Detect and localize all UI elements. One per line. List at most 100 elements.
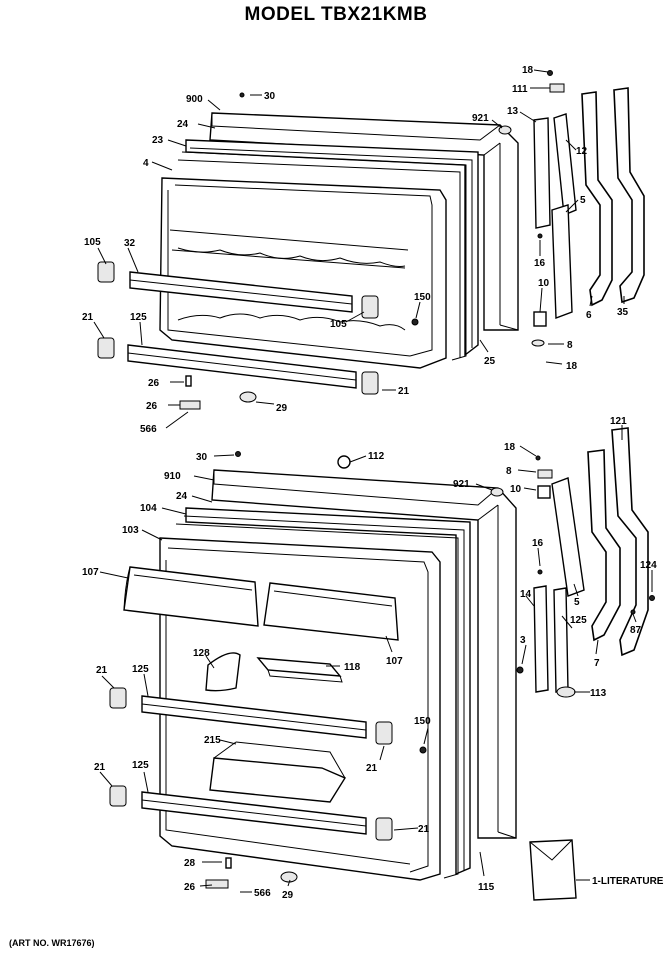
label-6: 6 [586, 310, 592, 321]
label-566: 566 [140, 424, 157, 435]
fresh-bracket-2 [375, 721, 393, 745]
fresh-handle-121 [611, 427, 649, 657]
label-900: 900 [186, 94, 203, 105]
fresh-egg-cover [205, 652, 241, 692]
fresh-door-bin-lower [209, 757, 347, 803]
label-8-b: 8 [506, 466, 512, 477]
freezer-handle-bracket-12 [553, 113, 577, 217]
freezer-handle-6 [581, 91, 613, 307]
label-104: 104 [140, 503, 157, 514]
freezer-shelf-bracket-left-lower [97, 337, 115, 359]
label-8: 8 [567, 340, 573, 351]
label-28: 28 [184, 858, 196, 869]
leader-lines [93, 69, 653, 893]
label-10: 10 [538, 278, 550, 289]
label-121: 121 [610, 416, 627, 427]
label-18-c: 18 [504, 442, 516, 453]
label-25: 25 [484, 356, 496, 367]
label-125: 125 [130, 312, 147, 323]
label-21-c: 21 [96, 665, 108, 676]
label-26-b: 26 [146, 401, 158, 412]
fresh-bracket-3 [109, 785, 127, 807]
label-115: 115 [478, 882, 495, 893]
label-12: 12 [576, 146, 588, 157]
label-21-e: 21 [94, 762, 106, 773]
label-16-b: 16 [532, 538, 544, 549]
label-5: 5 [580, 195, 586, 206]
label-118: 118 [344, 662, 361, 673]
label-112: 112 [368, 451, 385, 462]
label-107: 107 [82, 567, 99, 578]
label-128: 128 [193, 648, 210, 659]
fresh-food-door-assembly [109, 427, 655, 901]
label-10-b: 10 [510, 484, 522, 495]
label-7: 7 [594, 658, 600, 669]
label-105-b: 105 [330, 319, 347, 330]
literature-booklet [529, 839, 577, 901]
label-124: 124 [640, 560, 657, 571]
label-910: 910 [164, 471, 181, 482]
freezer-inner-liner [159, 177, 447, 369]
fresh-door-bin-right [263, 582, 399, 641]
freezer-hinge-5 [551, 204, 573, 319]
page-title: MODEL TBX21KMB [244, 4, 428, 25]
label-150-b: 150 [414, 716, 431, 727]
fresh-food-labels: 30 112 18 121 910 8 921 10 24 104 103 16… [82, 416, 664, 901]
label-18: 18 [522, 65, 534, 76]
fresh-bracket-1 [109, 687, 127, 709]
freezer-shelf-bracket-right-lower [361, 371, 379, 395]
label-4: 4 [143, 158, 149, 169]
label-13: 13 [507, 106, 519, 117]
label-113: 113 [590, 688, 607, 699]
art-number: (ART NO. WR17676) [9, 938, 95, 948]
label-35: 35 [617, 307, 629, 318]
label-26-c: 26 [184, 882, 196, 893]
label-125-d: 125 [132, 760, 149, 771]
label-215: 215 [204, 735, 221, 746]
label-921-b: 921 [453, 479, 470, 490]
label-16: 16 [534, 258, 546, 269]
fresh-hinge-5 [551, 477, 585, 597]
fresh-bracket-4 [375, 817, 393, 841]
freezer-handle-trim-13 [533, 117, 551, 229]
label-literature: 1-LITERATURE [592, 876, 664, 887]
fresh-trim-14 [533, 585, 549, 693]
label-5-b: 5 [574, 597, 580, 608]
label-921: 921 [472, 113, 489, 124]
fresh-gasket [185, 507, 471, 876]
label-29: 29 [276, 403, 288, 414]
label-105: 105 [84, 237, 101, 248]
label-24: 24 [177, 119, 189, 130]
label-87: 87 [630, 625, 642, 636]
label-18-b: 18 [566, 361, 578, 372]
label-150: 150 [414, 292, 431, 303]
freezer-shelf-bracket-right-upper [361, 295, 379, 319]
freezer-handle-35 [613, 87, 645, 304]
fresh-handle-7 [587, 449, 621, 642]
label-30: 30 [264, 91, 276, 102]
label-29-b: 29 [282, 890, 294, 901]
label-3: 3 [520, 635, 526, 646]
label-107-b: 107 [386, 656, 403, 667]
label-24-b: 24 [176, 491, 188, 502]
fresh-door-bin-left [123, 566, 259, 627]
label-14: 14 [520, 589, 532, 600]
fresh-trim-125 [553, 587, 569, 693]
label-21-d: 21 [366, 763, 378, 774]
freezer-shelf-bracket-left-upper [97, 261, 115, 283]
freezer-door-assembly [97, 70, 645, 410]
label-21-f: 21 [418, 824, 430, 835]
label-103: 103 [122, 525, 139, 536]
label-125-b: 125 [570, 615, 587, 626]
label-32: 32 [124, 238, 136, 249]
label-21: 21 [82, 312, 94, 323]
label-125-c: 125 [132, 664, 149, 675]
label-30-b: 30 [196, 452, 208, 463]
label-566-b: 566 [254, 888, 271, 899]
label-26: 26 [148, 378, 160, 389]
label-21-b: 21 [398, 386, 410, 397]
label-111: 111 [512, 84, 528, 95]
label-23: 23 [152, 135, 164, 146]
freezer-labels: 18 111 30 900 24 921 13 12 23 4 5 105 32… [82, 65, 629, 435]
